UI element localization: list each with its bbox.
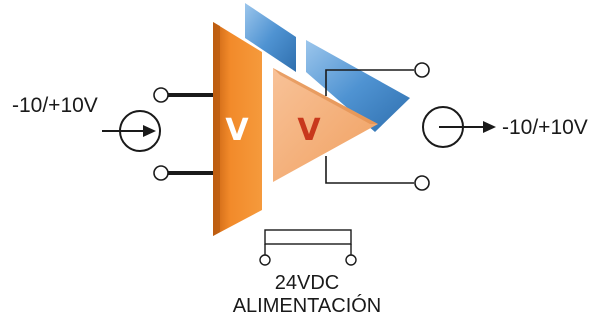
input-block-label: V (225, 113, 249, 148)
input-block (213, 22, 262, 236)
output-arrow-head (483, 121, 496, 133)
input-range-label: -10/+10V (12, 94, 98, 117)
input-block-side (213, 22, 220, 236)
power-supply-label: ALIMENTACIÓN (233, 294, 382, 317)
output-terminal-bottom (414, 175, 430, 191)
input-block-shadow (245, 3, 296, 72)
amplifier-shadow (306, 40, 410, 132)
output-terminal-top (414, 62, 430, 78)
input-terminal-top (153, 87, 169, 103)
power-terminal-right (345, 254, 357, 266)
power-voltage-label: 24VDC (275, 272, 339, 294)
amplifier-triangle (273, 68, 378, 182)
power-terminal-left (259, 254, 271, 266)
amplifier-block-label: V (297, 113, 321, 148)
output-terminal-bottom-wire (325, 156, 414, 184)
input-arrow-head (143, 125, 156, 137)
input-terminal-bottom (153, 165, 169, 181)
power-bracket (264, 229, 352, 245)
output-terminal-top-wire (325, 69, 414, 96)
output-range-label: -10/+10V (502, 116, 588, 139)
